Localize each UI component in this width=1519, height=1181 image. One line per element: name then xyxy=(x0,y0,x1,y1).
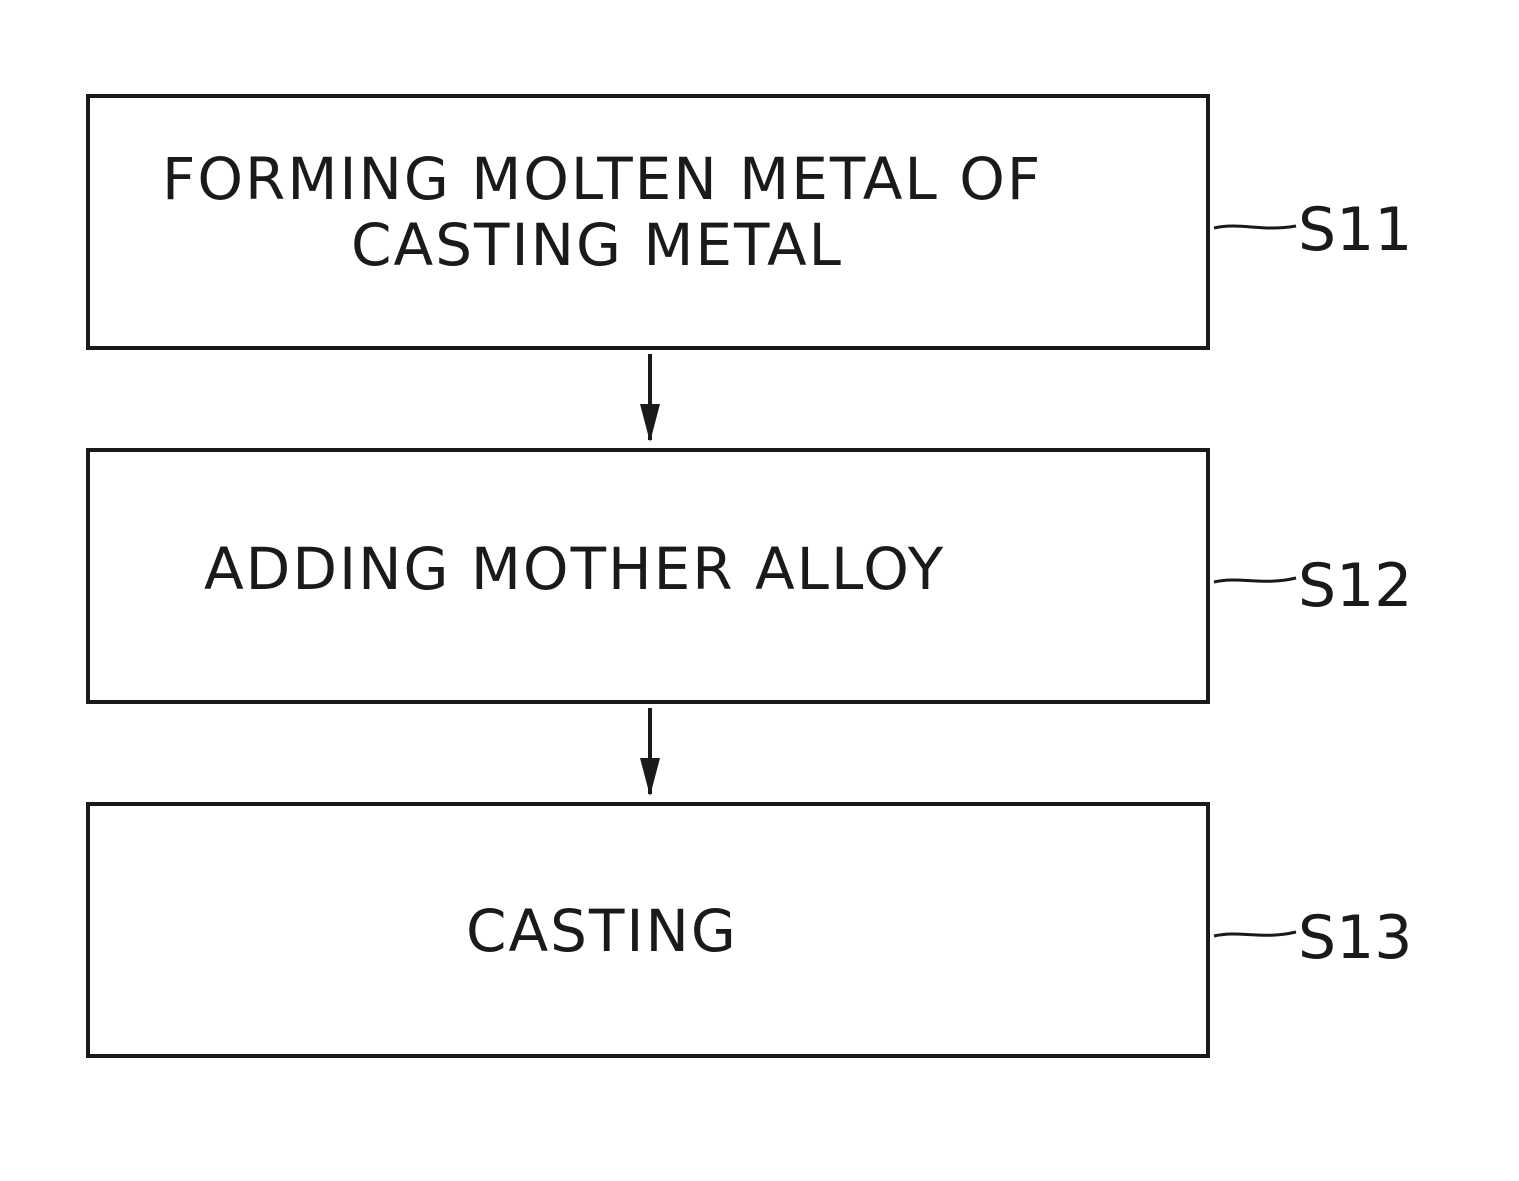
step-text-s12: ADDING MOTHER ALLOY xyxy=(204,536,945,602)
step-text-line: CASTING METAL xyxy=(162,212,1032,278)
arrow-s11-to-s12 xyxy=(640,354,660,442)
step-text-s11: FORMING MOLTEN METAL OF CASTING METAL xyxy=(162,146,1032,278)
step-text-line: FORMING MOLTEN METAL OF xyxy=(162,146,1032,212)
step-text-line: CASTING xyxy=(466,898,738,964)
leader-line-s12 xyxy=(1214,578,1296,582)
step-text-s13: CASTING xyxy=(466,898,738,964)
step-box-s11: FORMING MOLTEN METAL OF CASTING METAL xyxy=(86,94,1210,350)
step-box-s13: CASTING xyxy=(86,802,1210,1058)
leader-line-s13 xyxy=(1214,932,1296,936)
ref-label-s13: S13 xyxy=(1298,908,1412,968)
ref-label-s11: S11 xyxy=(1298,200,1412,260)
ref-label-s12: S12 xyxy=(1298,556,1412,616)
arrow-s12-to-s13 xyxy=(640,708,660,796)
step-text-line: ADDING MOTHER ALLOY xyxy=(204,536,945,602)
step-box-s12: ADDING MOTHER ALLOY xyxy=(86,448,1210,704)
leader-line-s11 xyxy=(1214,226,1296,228)
